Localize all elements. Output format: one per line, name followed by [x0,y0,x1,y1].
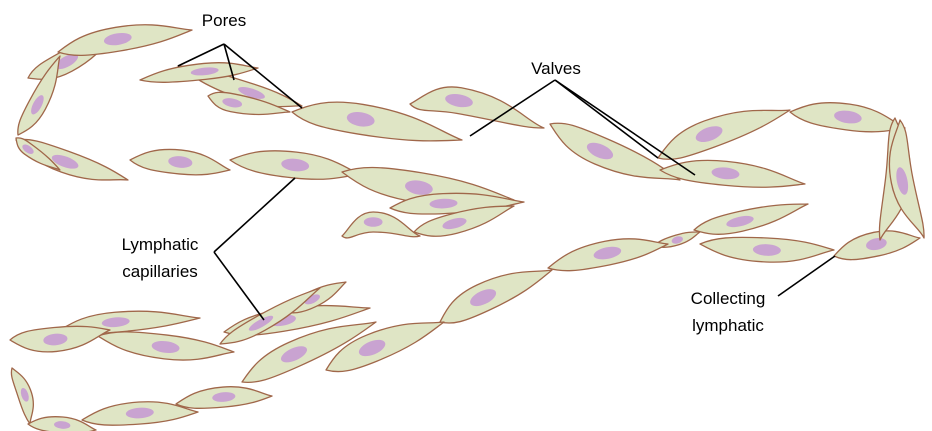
cell-membrane [658,110,790,159]
lymphatic-capillaries-label-line1: Lymphatic [122,235,199,254]
endothelial-cell [342,212,420,238]
endothelial-cell [130,149,230,174]
cell-membrane [342,212,420,238]
endothelial-cell [548,239,668,271]
pores-label: Pores [202,11,246,30]
cell-nucleus [364,217,383,227]
endothelial-cell [790,103,905,132]
endothelial-cell [10,326,110,352]
endothelial-cell [660,160,805,187]
endothelial-cell [834,231,920,260]
capillaries-leader-1 [214,178,295,252]
endothelial-cell [230,151,360,179]
endothelial-cell [410,87,544,128]
endothelial-cell [440,270,552,323]
valves-label: Valves [531,59,581,78]
endothelial-cell [694,204,808,234]
capillaries-leader-2 [214,252,264,320]
endothelial-cell [176,387,272,409]
collecting-lymphatic-label-line2: lymphatic [692,316,764,335]
endothelial-cell [889,120,924,238]
endothelial-cell [98,332,234,360]
cell-membrane [410,87,544,128]
cell-membrane [440,270,552,323]
collecting-lymphatic-label-line1: Collecting [691,289,766,308]
lymphatic-capillaries-label-line2: capillaries [122,262,198,281]
endothelial-cell [11,368,33,424]
endothelial-cell [58,25,192,56]
endothelial-cells [10,25,924,431]
endothelial-cell [658,110,790,159]
endothelial-cell [700,237,834,262]
